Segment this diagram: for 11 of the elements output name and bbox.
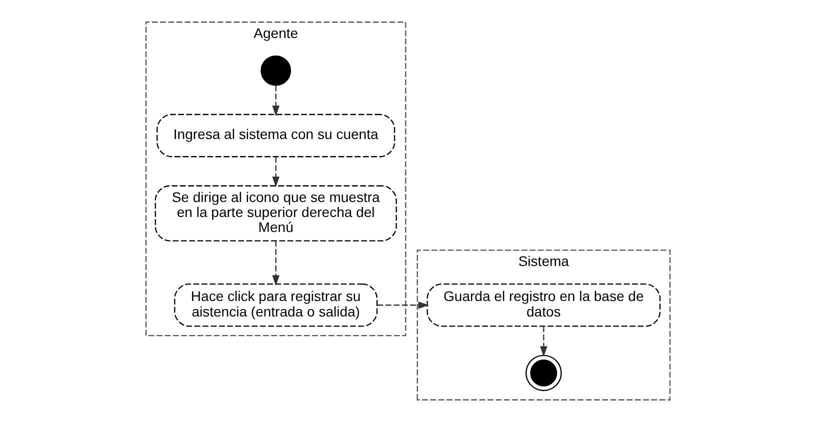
- node-bullseye: [526, 354, 562, 392]
- node-box: Guarda el registro en la base de datos: [426, 284, 661, 327]
- arrow: [272, 240, 280, 286]
- arrow: [272, 156, 280, 188]
- node-box: Ingresa al sistema con su cuenta: [156, 114, 396, 158]
- arrow: [377, 301, 429, 309]
- node-circle: [260, 55, 292, 86]
- arrow: [540, 326, 548, 357]
- node-box: Se dirige al icono que se muestra en la parte superior derecha del Menú: [154, 185, 397, 242]
- arrow: [272, 85, 280, 116]
- node-box: Hace click para registrar su aistencia (entrada o salida): [174, 284, 378, 327]
